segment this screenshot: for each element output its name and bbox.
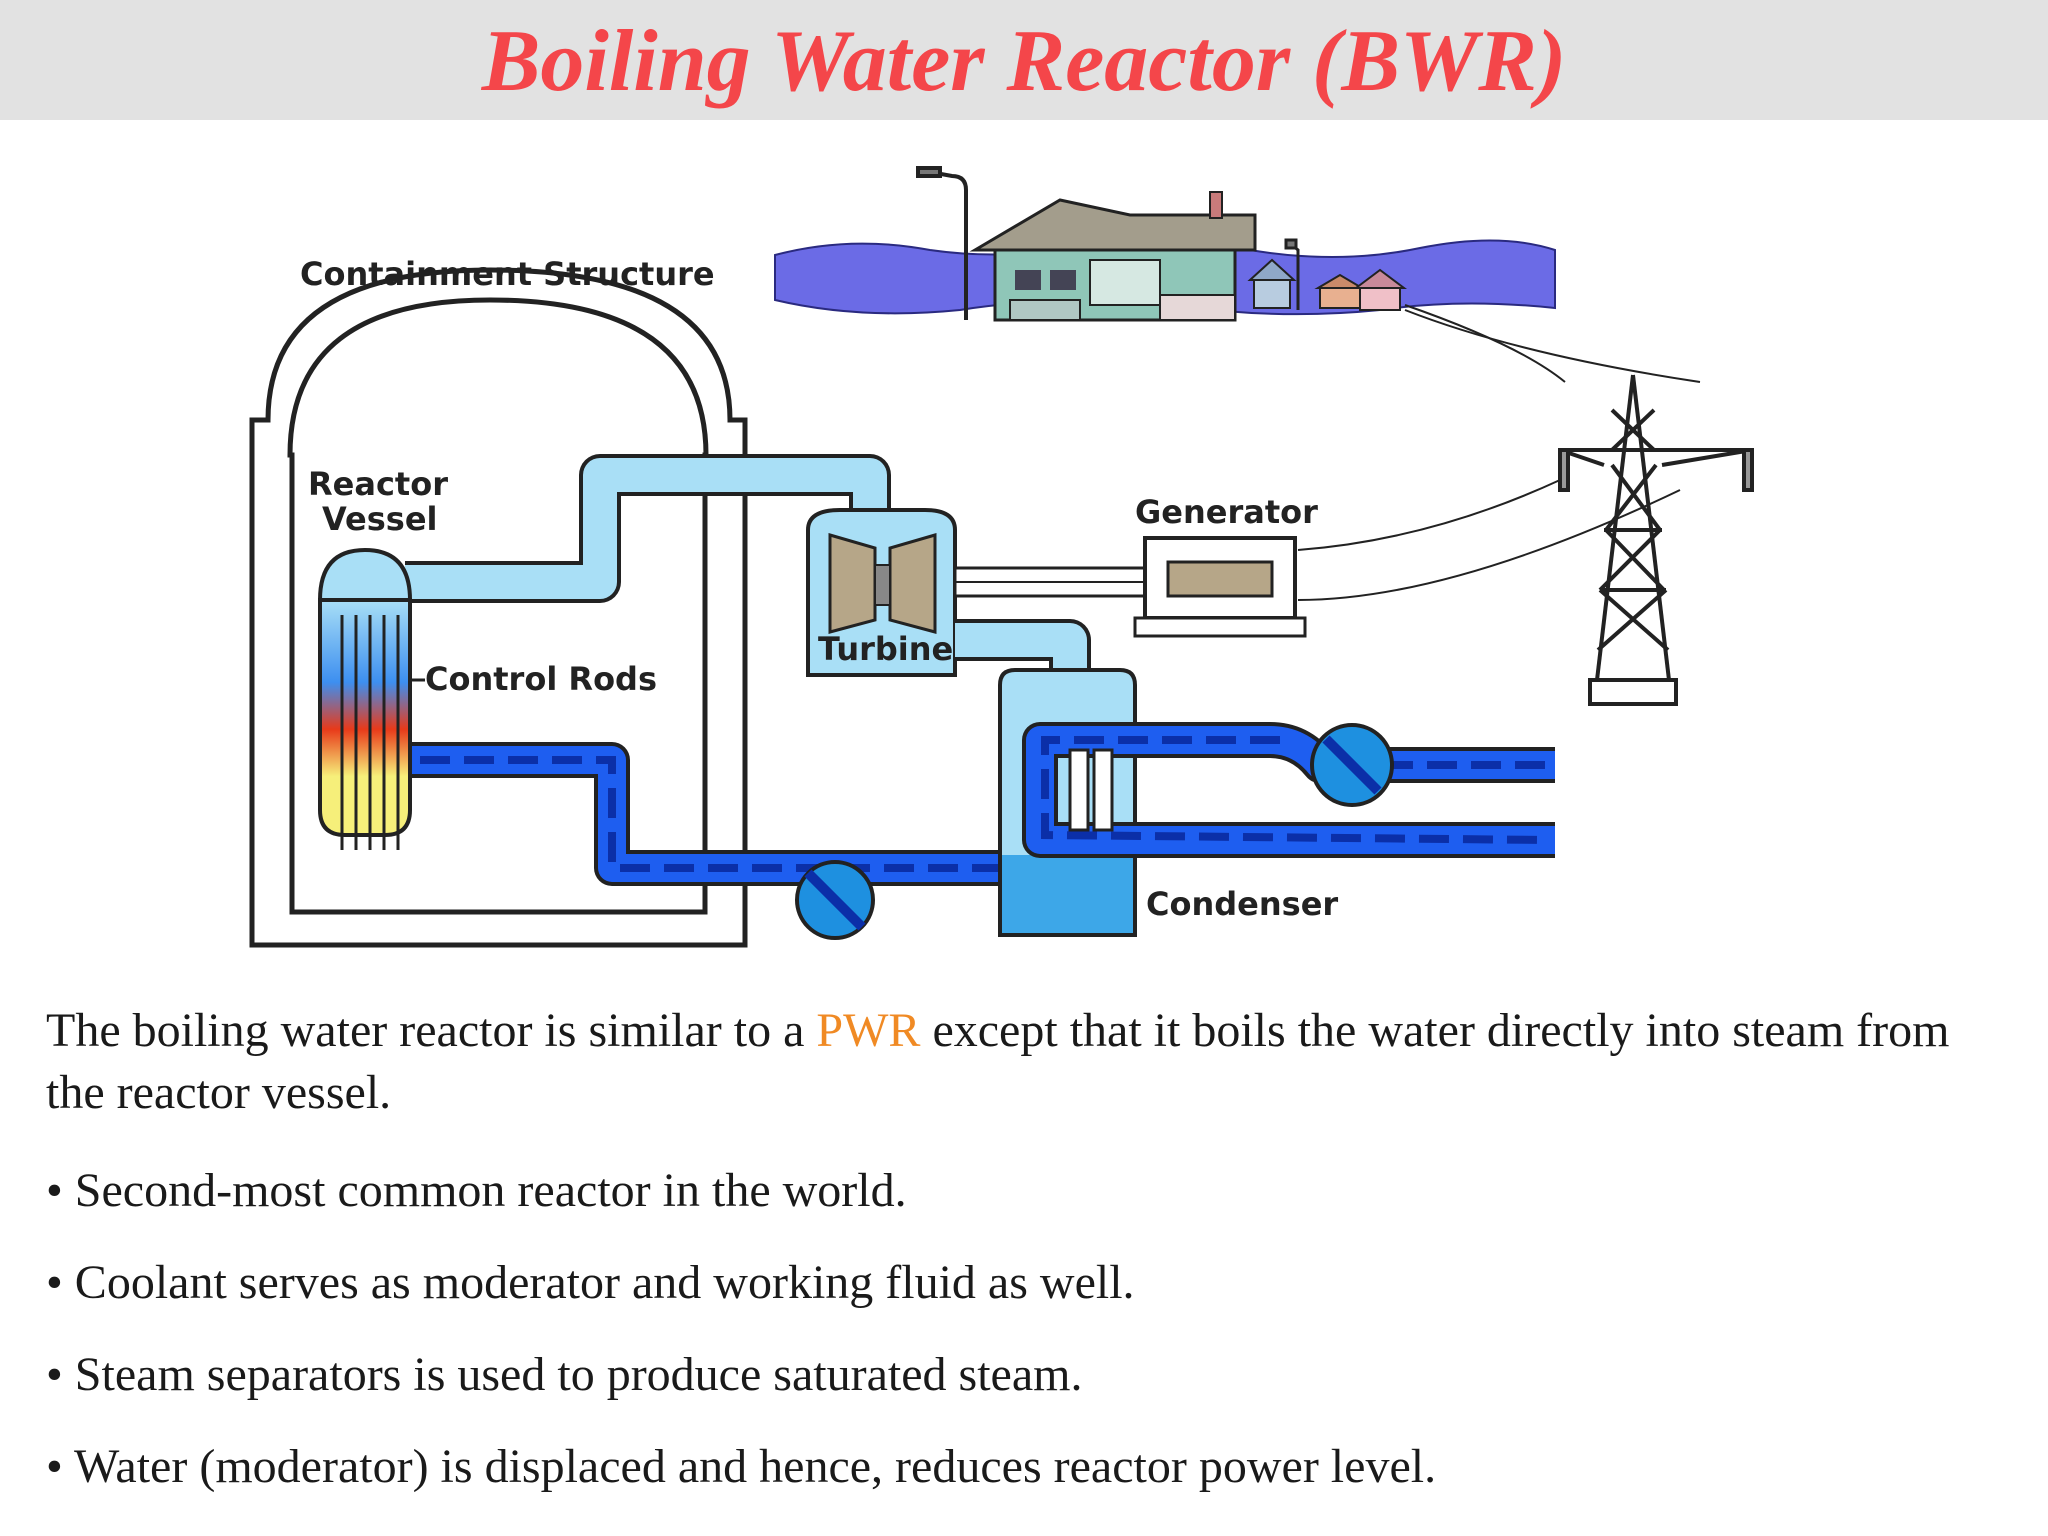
generator-shaft xyxy=(953,566,1147,598)
house xyxy=(969,191,1257,322)
reactor-vessel-label-1: Reactor xyxy=(308,465,448,503)
reactor-vessel-label-2: Vessel xyxy=(322,500,437,538)
condenser xyxy=(998,668,1137,937)
intro-text-after: except that it boils the water directly … xyxy=(46,1004,1950,1119)
reactor-vessel xyxy=(317,547,425,850)
cooling-loop xyxy=(1022,722,1555,858)
generator-label: Generator xyxy=(1135,493,1318,531)
bwr-diagram: Containment Structure Reactor Vessel Con… xyxy=(0,120,2048,980)
condenser-label: Condenser xyxy=(1146,885,1338,923)
steam-pipe xyxy=(405,454,891,603)
intro-text-before: The boiling water reactor is similar to … xyxy=(46,1004,817,1057)
turbine xyxy=(806,508,957,677)
turbine-label: Turbine xyxy=(818,630,953,668)
pwr-highlight: PWR xyxy=(816,1004,921,1057)
title-bar xyxy=(0,0,2048,120)
power-lines xyxy=(1297,304,1701,601)
control-rods-label: Control Rods xyxy=(425,660,657,698)
small-houses xyxy=(1247,258,1407,311)
street-lamp xyxy=(916,166,968,320)
intro-paragraph: The boiling water reactor is similar to … xyxy=(46,1000,2006,1124)
bullet-item: • Coolant serves as moderator and workin… xyxy=(46,1256,1135,1309)
bullet-item: • Water (moderator) is displaced and hen… xyxy=(46,1440,1437,1493)
small-lamp xyxy=(1284,238,1300,310)
slide-title: Boiling Water Reactor (BWR) xyxy=(481,13,1567,110)
bullet-item: • Steam separators is used to produce sa… xyxy=(46,1348,1083,1401)
bwr-diagram-svg: Containment Structure Reactor Vessel Con… xyxy=(249,166,1754,948)
transmission-tower xyxy=(1558,374,1754,706)
containment-label: Containment Structure xyxy=(300,255,715,293)
bullet-item: • Second-most common reactor in the worl… xyxy=(46,1164,907,1217)
feed-pump xyxy=(795,860,875,940)
generator xyxy=(1133,536,1307,638)
